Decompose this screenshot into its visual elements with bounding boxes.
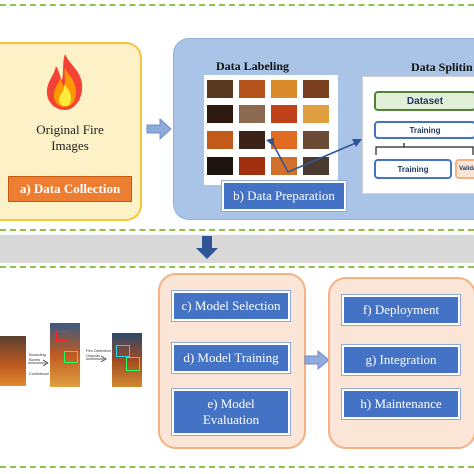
- pipeline-arrow-icon: [86, 356, 107, 362]
- arrow-down-icon: [196, 236, 218, 259]
- fire-thumbnail: [271, 131, 297, 149]
- pipeline-label-outputs: Fire Detection Outputs: [86, 348, 111, 358]
- validation-split-bar: Valida: [455, 159, 474, 179]
- output-fire-image: [112, 333, 142, 387]
- training-split-bar: Training: [374, 159, 452, 179]
- bottom-divider: [0, 466, 474, 468]
- data-preparation-label: b) Data Preparation: [222, 181, 346, 211]
- bounding-box: [56, 331, 68, 341]
- dataset-bar: Dataset: [374, 91, 474, 111]
- fire-thumbnail: [303, 157, 329, 175]
- data-collection-label: a) Data Collection: [8, 176, 132, 202]
- fire-thumbnail: [239, 131, 265, 149]
- top-divider: [0, 4, 474, 6]
- model-selection-label: c) Model Selection: [172, 291, 290, 321]
- fire-thumbnail: [303, 80, 329, 98]
- model-training-label: d) Model Training: [172, 343, 290, 373]
- maintenance-label: h) Maintenance: [342, 389, 460, 419]
- fire-icon: [46, 54, 83, 110]
- pipeline-label-confidence: Confidence: [29, 371, 50, 376]
- section-separator-band: [0, 235, 474, 263]
- bounding-box: [64, 351, 78, 363]
- pipeline-label-bounding: Bounding Boxes: [29, 352, 46, 362]
- fire-thumbnail: [271, 105, 297, 123]
- original-fire-images-caption: Original Fire Images: [36, 122, 104, 153]
- data-splitting-title: Data Splitin: [411, 60, 473, 74]
- fire-thumbnail: [303, 131, 329, 149]
- fire-thumbnail: [207, 105, 233, 123]
- model-evaluation-label: e) Model Evaluation: [172, 389, 290, 435]
- fire-thumbnail: [239, 105, 265, 123]
- data-labeling-title: Data Labeling: [216, 59, 290, 73]
- fire-thumbnail: [239, 157, 265, 175]
- fire-thumbnail: [239, 80, 265, 98]
- split-bracket: [375, 143, 474, 155]
- training-bar: Training: [374, 121, 474, 139]
- pipeline-arrow-icon: [28, 360, 49, 366]
- data-splitting-panel: Dataset Training Training Valida: [362, 76, 474, 194]
- arrow-right-icon: [304, 350, 330, 370]
- fire-thumbnail: [271, 80, 297, 98]
- deployment-panel: f) Deployment g) Integration h) Maintena…: [328, 277, 474, 449]
- labeled-images-grid: [204, 75, 338, 185]
- integration-label: g) Integration: [342, 345, 460, 375]
- fire-thumbnail: [303, 105, 329, 123]
- arrow-right-icon: [146, 118, 172, 140]
- data-collection-panel: Original Fire Images a) Data Collection: [0, 42, 142, 221]
- fire-thumbnail: [207, 157, 233, 175]
- deployment-label: f) Deployment: [342, 295, 460, 325]
- model-development-panel: c) Model Selection d) Model Training e) …: [158, 273, 306, 449]
- bounding-box: [126, 357, 140, 371]
- fire-thumbnail: [207, 80, 233, 98]
- bounding-box: [116, 345, 130, 357]
- lower-divider: [0, 266, 474, 268]
- fire-thumbnail: [207, 131, 233, 149]
- labeling-splitting-connector: [266, 138, 362, 173]
- input-fire-image: [0, 336, 26, 386]
- middle-divider: [0, 229, 474, 231]
- detected-fire-image: [50, 323, 80, 387]
